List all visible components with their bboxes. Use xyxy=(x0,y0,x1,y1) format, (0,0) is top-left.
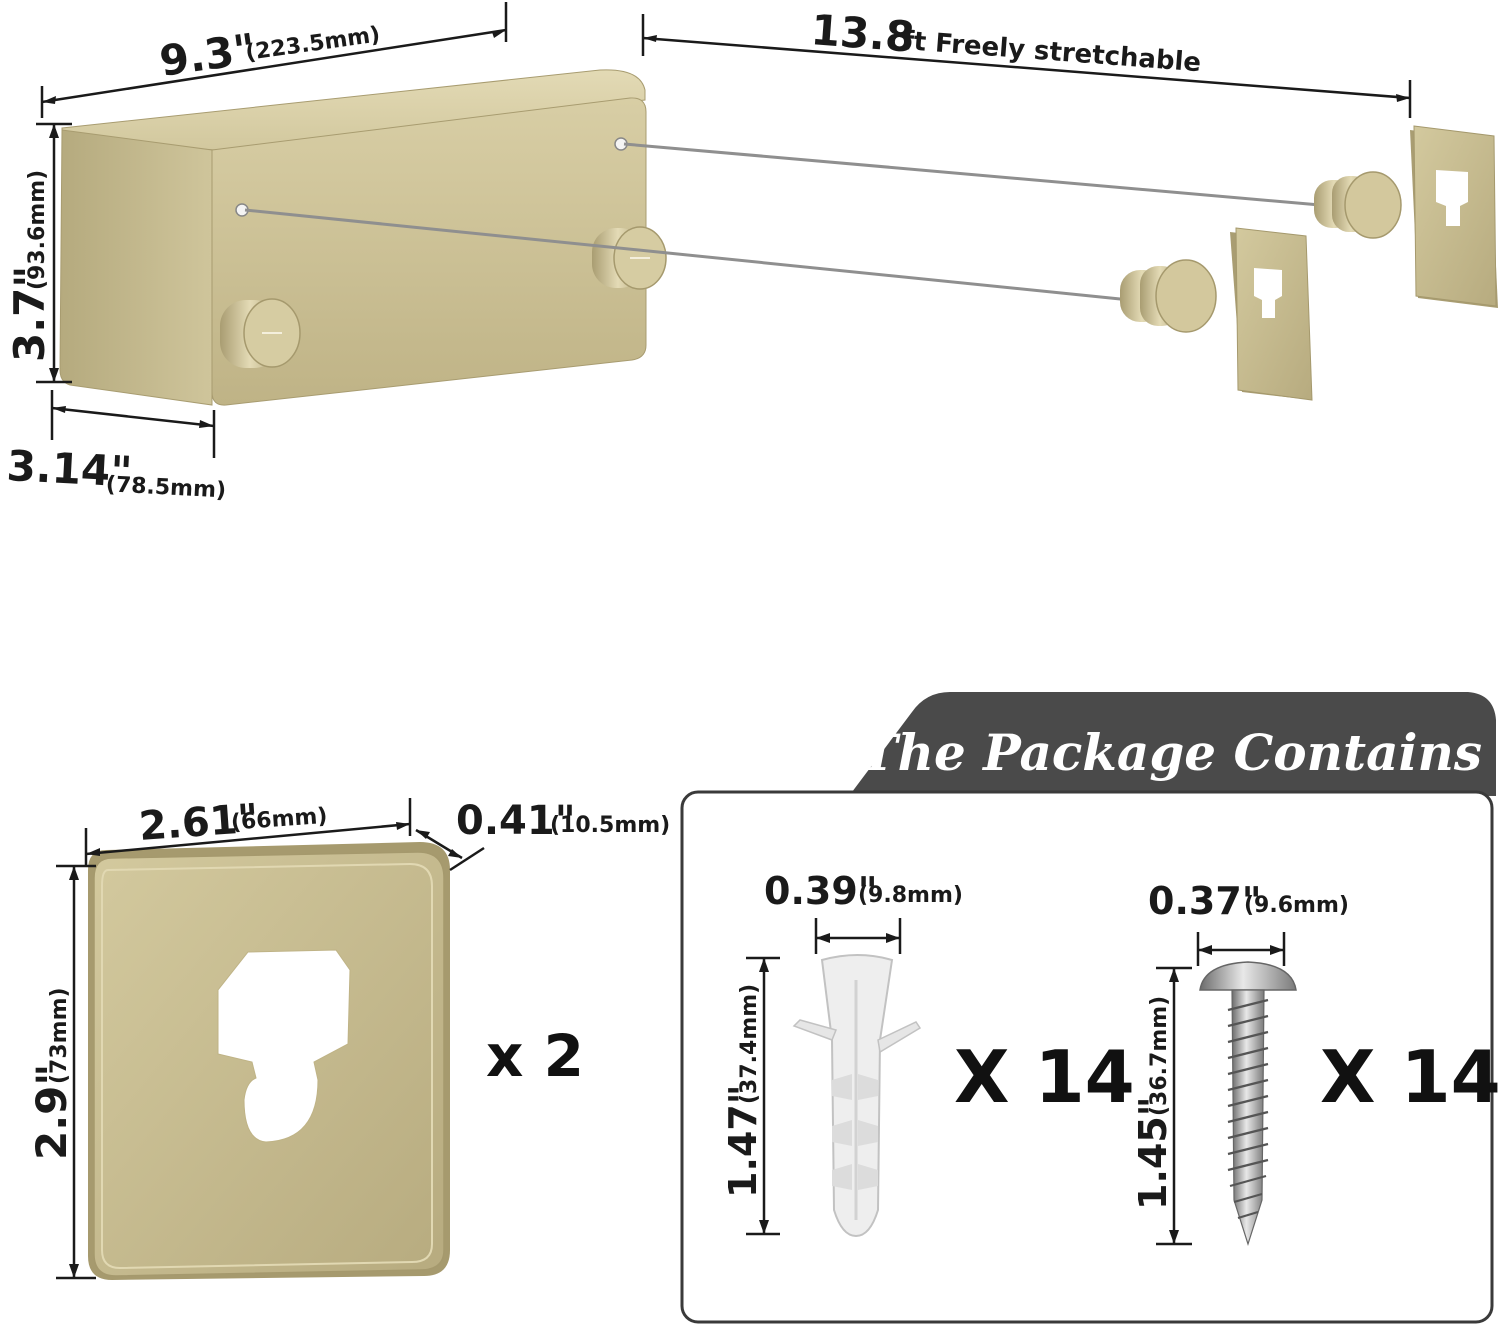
screw xyxy=(1199,961,1297,1246)
anchor-width-in: 0.39" xyxy=(764,869,878,913)
anchor-width-dimension: 0.39" (9.8mm) xyxy=(764,869,963,954)
wall-plate-lower xyxy=(1230,227,1313,401)
cable-end-cap-lower xyxy=(1120,259,1217,333)
wall-plate-upper xyxy=(1410,125,1498,308)
screw-length-dimension: 1.45" (36.7mm) xyxy=(1131,966,1192,1246)
package-banner xyxy=(852,692,1496,796)
screw-width-mm: (9.6mm) xyxy=(1244,893,1349,918)
retractable-line-box xyxy=(59,69,667,406)
plate-height-mm: (73mm) xyxy=(47,987,72,1084)
box-height-dimension: 3.7" (93.6mm) xyxy=(5,122,72,384)
rope-length-value: 13.8 xyxy=(809,5,916,62)
screw-quantity: X 14 xyxy=(1320,1035,1500,1119)
rope-length-dimension: 13.8 ft Freely stretchable xyxy=(641,5,1412,118)
left-knob xyxy=(220,298,301,368)
screw-length-mm: (36.7mm) xyxy=(1147,996,1172,1116)
plate-height-in: 2.9" xyxy=(27,1064,76,1160)
plate-height-dimension: 2.9" (73mm) xyxy=(27,864,96,1280)
cable-lower xyxy=(244,208,1131,302)
plate-width-mm: (66mm) xyxy=(230,804,328,836)
box-height-in: 3.7" xyxy=(5,266,54,362)
plate-quantity: x 2 xyxy=(486,1022,584,1090)
anchor-length-in: 1.47" xyxy=(721,1084,765,1198)
plate-thickness-in: 0.41" xyxy=(456,798,576,844)
box-height-mm: (93.6mm) xyxy=(25,170,50,290)
cable-end-cap-upper xyxy=(1314,171,1402,239)
plate-width-in: 2.61" xyxy=(137,796,259,850)
wall-anchor xyxy=(792,954,922,1238)
anchor-length-mm: (37.4mm) xyxy=(737,984,762,1104)
plate-thickness-dimension: 0.41" (10.5mm) xyxy=(415,798,670,872)
box-depth-mm: (78.5mm) xyxy=(105,472,226,503)
screw-width-dimension: 0.37" (9.6mm) xyxy=(1148,879,1349,966)
screw-length-in: 1.45" xyxy=(1131,1096,1175,1210)
screw-width-in: 0.37" xyxy=(1148,879,1262,923)
box-depth-dimension: 3.14" (78.5mm) xyxy=(5,390,227,504)
package-frame xyxy=(680,790,1494,1324)
box-width-in: 9.3" xyxy=(157,24,259,86)
package-title: The Package Contains xyxy=(860,723,1482,782)
package-panel: The Package Contains xyxy=(680,692,1496,1324)
box-depth-in: 3.14" xyxy=(5,441,133,497)
cable-upper xyxy=(623,142,1321,207)
anchor-length-dimension: 1.47" (37.4mm) xyxy=(721,956,780,1236)
right-knob xyxy=(592,226,667,290)
anchor-quantity: X 14 xyxy=(954,1035,1135,1119)
plate-width-dimension: 2.61" (66mm) xyxy=(84,796,412,866)
anchor-width-mm: (9.8mm) xyxy=(858,883,963,908)
wall-plate-large xyxy=(88,842,450,1280)
plate-thickness-mm: (10.5mm) xyxy=(550,813,670,838)
